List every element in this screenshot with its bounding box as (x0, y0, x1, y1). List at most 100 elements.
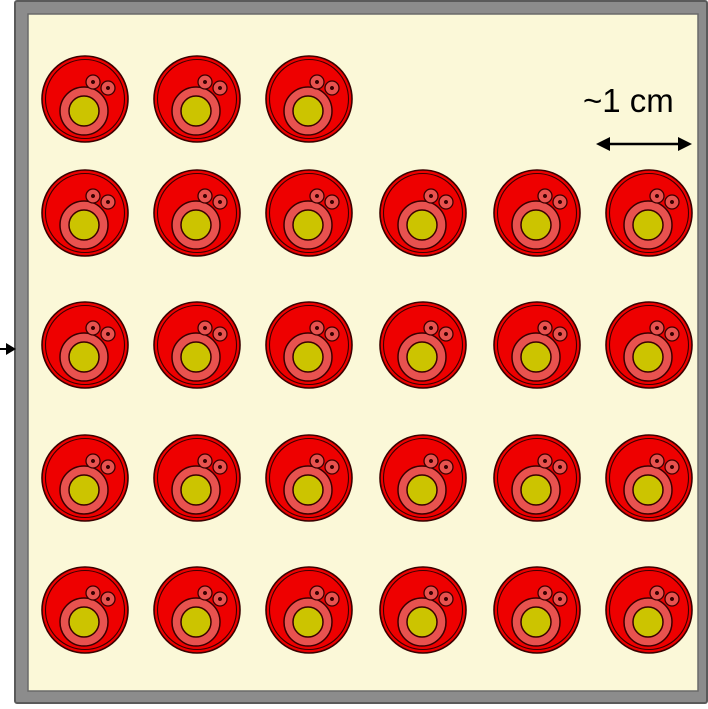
well-core (406, 606, 438, 638)
well-inner-outline (268, 172, 350, 254)
well-core (292, 95, 324, 127)
well-satellite-dot (329, 596, 335, 602)
well-core (292, 606, 324, 638)
scale-label: ~1 cm (583, 82, 674, 119)
well-core (406, 209, 438, 241)
well-satellite-dot (90, 79, 96, 85)
well-inner-outline (44, 304, 126, 386)
well-core (180, 209, 212, 241)
well (265, 55, 353, 143)
well-core (632, 474, 664, 506)
well-core (68, 341, 100, 373)
well-satellite-dot (202, 590, 208, 596)
well-core (68, 95, 100, 127)
well-core (292, 209, 324, 241)
well-satellite-dot (314, 325, 320, 331)
well-inner-outline (156, 437, 238, 519)
well (605, 566, 693, 654)
well-inner-outline (44, 172, 126, 254)
well-satellite-dot (314, 193, 320, 199)
well (493, 169, 581, 257)
well (265, 434, 353, 522)
well-satellite-dot (217, 596, 223, 602)
arrow-right-icon (0, 343, 16, 355)
well-satellite-dot (329, 331, 335, 337)
well-satellite-dot (669, 199, 675, 205)
well-inner-outline (268, 58, 350, 140)
well-satellite-dot (443, 331, 449, 337)
well-satellite-dot (90, 325, 96, 331)
well-satellite-dot (443, 596, 449, 602)
well-satellite-dot (428, 590, 434, 596)
well-satellite-dot (669, 596, 675, 602)
well-core (180, 606, 212, 638)
well-inner-outline (156, 569, 238, 651)
well-inner-outline (608, 437, 690, 519)
well (153, 55, 241, 143)
well-inner-outline (496, 172, 578, 254)
well-satellite-dot (105, 199, 111, 205)
well-satellite-dot (542, 325, 548, 331)
well-satellite-dot (217, 331, 223, 337)
well (41, 566, 129, 654)
well-inner-outline (382, 304, 464, 386)
well (41, 55, 129, 143)
well (41, 434, 129, 522)
well-satellite-dot (217, 85, 223, 91)
well (605, 301, 693, 389)
well-inner-outline (608, 304, 690, 386)
well-core (68, 606, 100, 638)
well-core (180, 341, 212, 373)
well-satellite-dot (557, 464, 563, 470)
well-satellite-dot (329, 85, 335, 91)
well-satellite-dot (314, 458, 320, 464)
well-satellite-dot (669, 464, 675, 470)
well (493, 434, 581, 522)
well-inner-outline (156, 58, 238, 140)
well-satellite-dot (202, 325, 208, 331)
well-core (520, 341, 552, 373)
well-satellite-dot (557, 199, 563, 205)
well-satellite-dot (217, 199, 223, 205)
well-inner-outline (268, 569, 350, 651)
well-satellite-dot (669, 331, 675, 337)
well-inner-outline (496, 437, 578, 519)
well-inner-outline (382, 172, 464, 254)
well (605, 169, 693, 257)
well-core (68, 474, 100, 506)
well (153, 566, 241, 654)
well-satellite-dot (654, 590, 660, 596)
well (379, 301, 467, 389)
well-inner-outline (496, 569, 578, 651)
well-satellite-dot (428, 325, 434, 331)
well (153, 169, 241, 257)
well-satellite-dot (202, 458, 208, 464)
scale-bar: ~1 cm (583, 82, 692, 151)
well (493, 566, 581, 654)
well (379, 566, 467, 654)
well-inner-outline (44, 569, 126, 651)
well-satellite-dot (654, 193, 660, 199)
well-core (632, 606, 664, 638)
well (265, 301, 353, 389)
well-satellite-dot (90, 590, 96, 596)
well-satellite-dot (443, 199, 449, 205)
well-satellite-dot (314, 590, 320, 596)
well-satellite-dot (90, 458, 96, 464)
well-core (292, 474, 324, 506)
double-arrow-icon (596, 137, 692, 151)
well-satellite-dot (105, 85, 111, 91)
well (153, 434, 241, 522)
well-inner-outline (268, 304, 350, 386)
well (41, 169, 129, 257)
well (605, 434, 693, 522)
well-inner-outline (608, 569, 690, 651)
well-inner-outline (44, 437, 126, 519)
well-satellite-dot (90, 193, 96, 199)
well (379, 169, 467, 257)
well-inner-outline (44, 58, 126, 140)
well-satellite-dot (428, 458, 434, 464)
well-satellite-dot (329, 464, 335, 470)
well-satellite-dot (202, 79, 208, 85)
